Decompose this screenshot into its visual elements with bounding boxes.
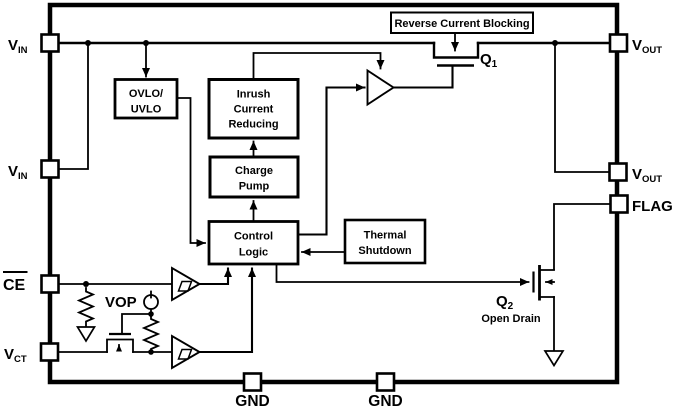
wire-inrush-to-driver [252,52,385,81]
wire-vin2-branch [57,42,89,170]
label-q1: Q1 [480,51,498,70]
pin-gnd1 [242,372,263,392]
block-control-logic: Control Logic [207,220,300,266]
block-label: Inrush [237,89,271,101]
pin-vout2 [608,162,628,182]
vct-schmitt-buffer [171,334,202,370]
pin-vin1 [40,33,60,53]
junction-dot [148,349,154,355]
block-label: Thermal [364,230,407,242]
wire-control-to-driver [296,83,366,236]
pin-ce [40,274,60,294]
pin-vout1 [608,33,629,53]
block-label: Charge [235,165,273,177]
pin-gnd2 [375,372,396,392]
pin-vin2 [40,159,60,179]
block-charge-pump: Charge Pump [208,155,300,199]
gate-driver-buffer [366,68,396,107]
block-label: Logic [239,247,268,259]
vct-fet [106,332,134,353]
q1-mosfet [432,41,480,67]
pin-label-vin1: VIN [8,37,28,56]
junction-dot [143,40,149,46]
wire-cebuf-to-control [198,267,232,286]
block-label: OVLO/ [129,88,163,100]
ce-pulldown-resistor [76,287,96,328]
label-vop: VOP [105,294,137,311]
pin-flag [609,194,629,214]
ce-schmitt-buffer [171,266,202,302]
junction-dot [85,40,91,46]
block-label: Current [234,104,274,116]
junction-dot [148,311,154,317]
pin-label-gnd1: GND [235,393,269,410]
q1-channel [432,41,480,59]
label-q2: Q2 [496,293,514,312]
block-label: UVLO [131,104,162,116]
pin-label-vout1: VOUT [632,37,662,56]
label-q2-open-drain: Open Drain [481,313,541,325]
wire-flag-to-q2 [553,203,612,271]
pin-vct [39,342,60,362]
pin-label-gnd2: GND [368,393,402,410]
block-ovlo-uvlo: OVLO/ UVLO [113,78,179,120]
ground-symbol-ce [75,326,97,343]
block-thermal-shutdown: Thermal Shutdown [343,218,427,265]
vct-fet-channel [106,338,134,353]
block-inrush-current-reducing: Inrush Current Reducing [207,78,300,140]
block-label: Control [234,231,273,243]
block-label: Shutdown [358,245,411,257]
pin-label-vct: VCT [4,346,27,365]
pin-label-flag: FLAG [632,198,673,215]
block-reverse-current-blocking: Reverse Current Blocking [390,11,534,34]
wire-control-to-q2gate [275,263,530,286]
ground-symbol-q2 [543,350,565,368]
block-label: Reverse Current Blocking [394,18,529,30]
block-label: Pump [239,181,270,193]
wire-driver-to-q1gate [392,65,454,89]
wire-vctbuf-to-control [198,267,256,354]
wire-vout-branch [554,42,611,173]
vop-resistor [141,315,161,353]
wire-vop-to-fetgate [121,313,152,335]
pin-label-vout2: VOUT [632,166,662,185]
junction-dot [552,40,558,46]
ic-boundary [47,2,620,385]
wires [56,33,612,354]
pin-label-ce: CE [3,277,26,294]
pin-label-vin2: VIN [8,163,28,182]
junction-dot [83,281,89,287]
block-label: Reducing [228,119,278,131]
wire-ovlo-to-control [176,97,206,247]
q2-mosfet [532,265,555,301]
vct-hysteresis-glyph [177,348,193,360]
ce-hysteresis-glyph [177,280,193,292]
